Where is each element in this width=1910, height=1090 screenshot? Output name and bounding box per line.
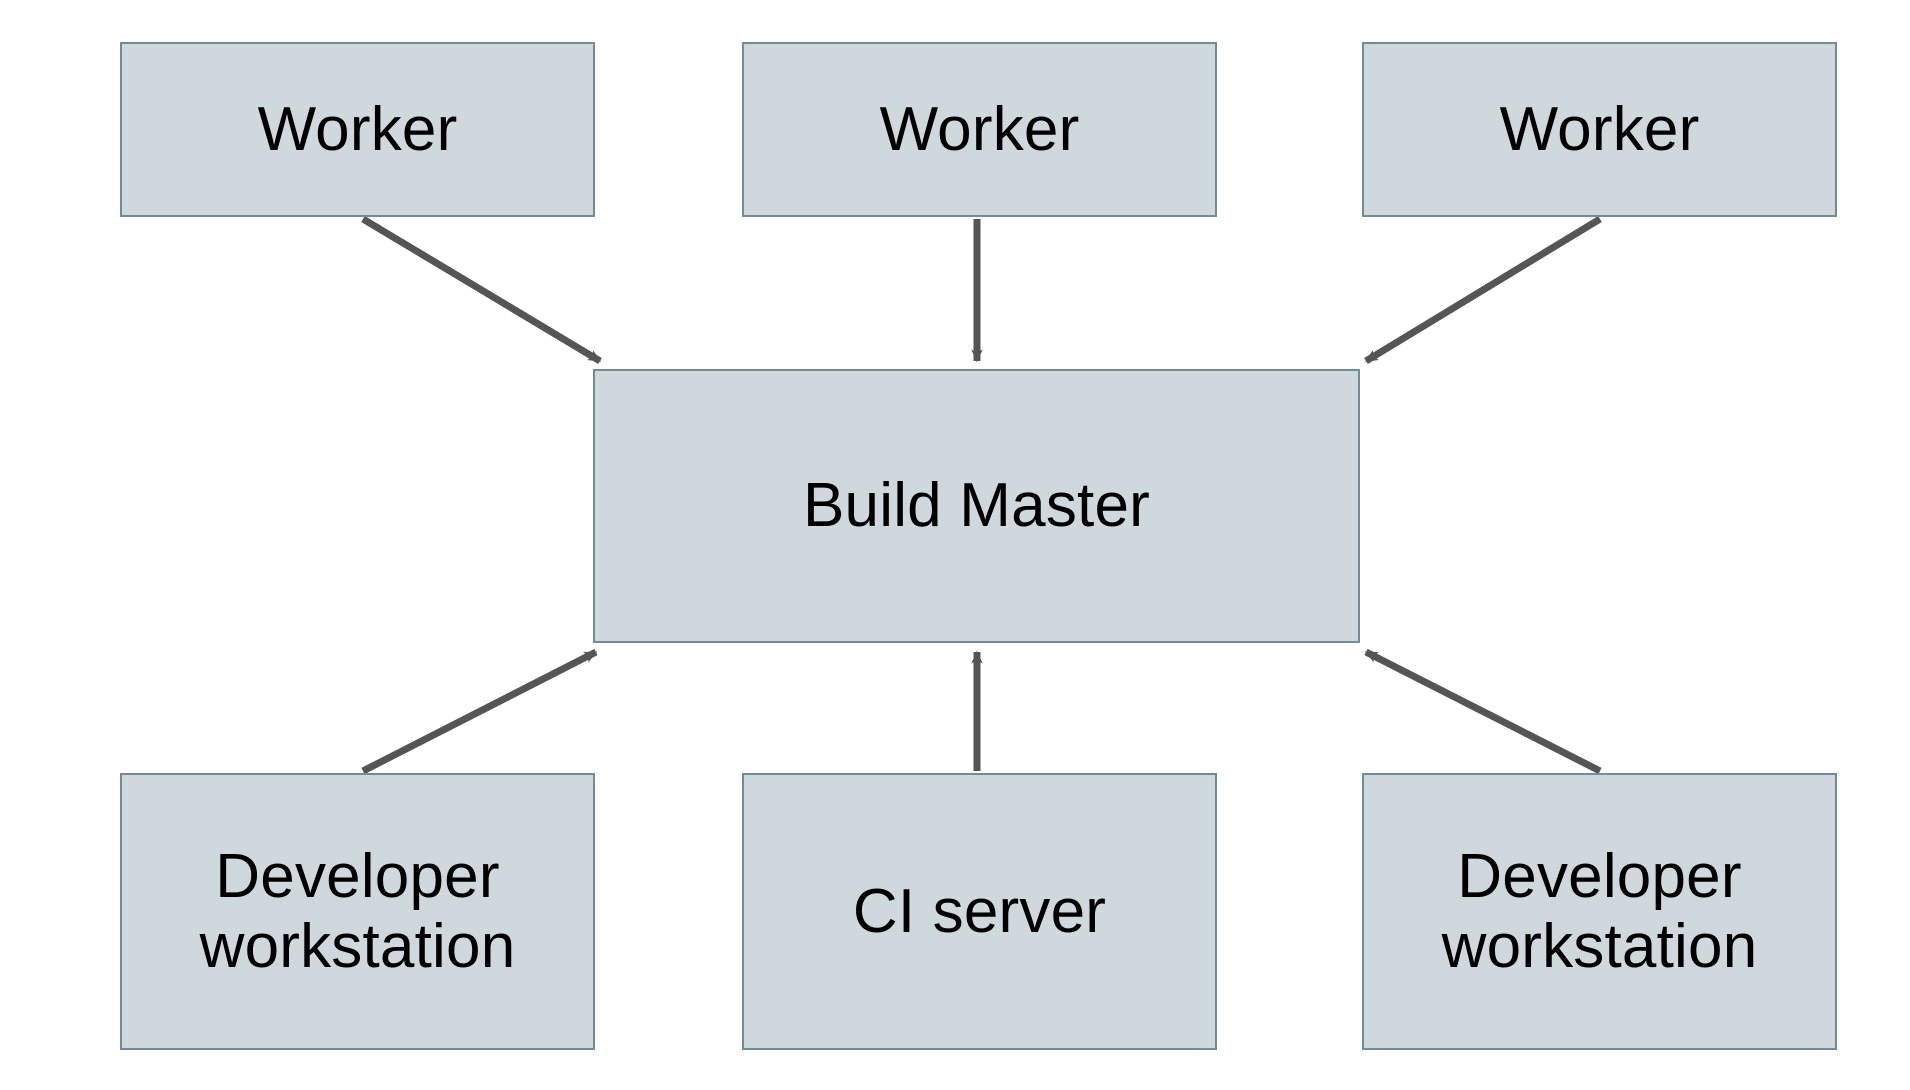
node-ci-server-label: CI server [852,876,1107,946]
node-worker-3-label: Worker [1499,94,1700,164]
node-developer-workstation-left[interactable]: Developer workstation [120,773,595,1050]
edge-worker-1-to-build-master [361,215,602,365]
node-developer-workstation-left-label: Developer workstation [199,842,516,981]
edge-developer-workstation-left-to-build-master [361,648,598,775]
node-build-master[interactable]: Build Master [593,369,1360,643]
edge-worker-3-to-build-master [1364,216,1602,364]
node-build-master-label: Build Master [803,471,1150,541]
node-worker-2-label: Worker [879,94,1080,164]
node-developer-workstation-right[interactable]: Developer workstation [1362,773,1837,1050]
node-worker-1-label: Worker [257,94,458,164]
node-developer-workstation-right-label: Developer workstation [1441,842,1758,981]
edge-developer-workstation-right-to-build-master [1364,648,1602,775]
node-worker-2[interactable]: Worker [742,42,1217,217]
node-worker-1[interactable]: Worker [120,42,595,217]
node-worker-3[interactable]: Worker [1362,42,1837,217]
node-ci-server[interactable]: CI server [742,773,1217,1050]
